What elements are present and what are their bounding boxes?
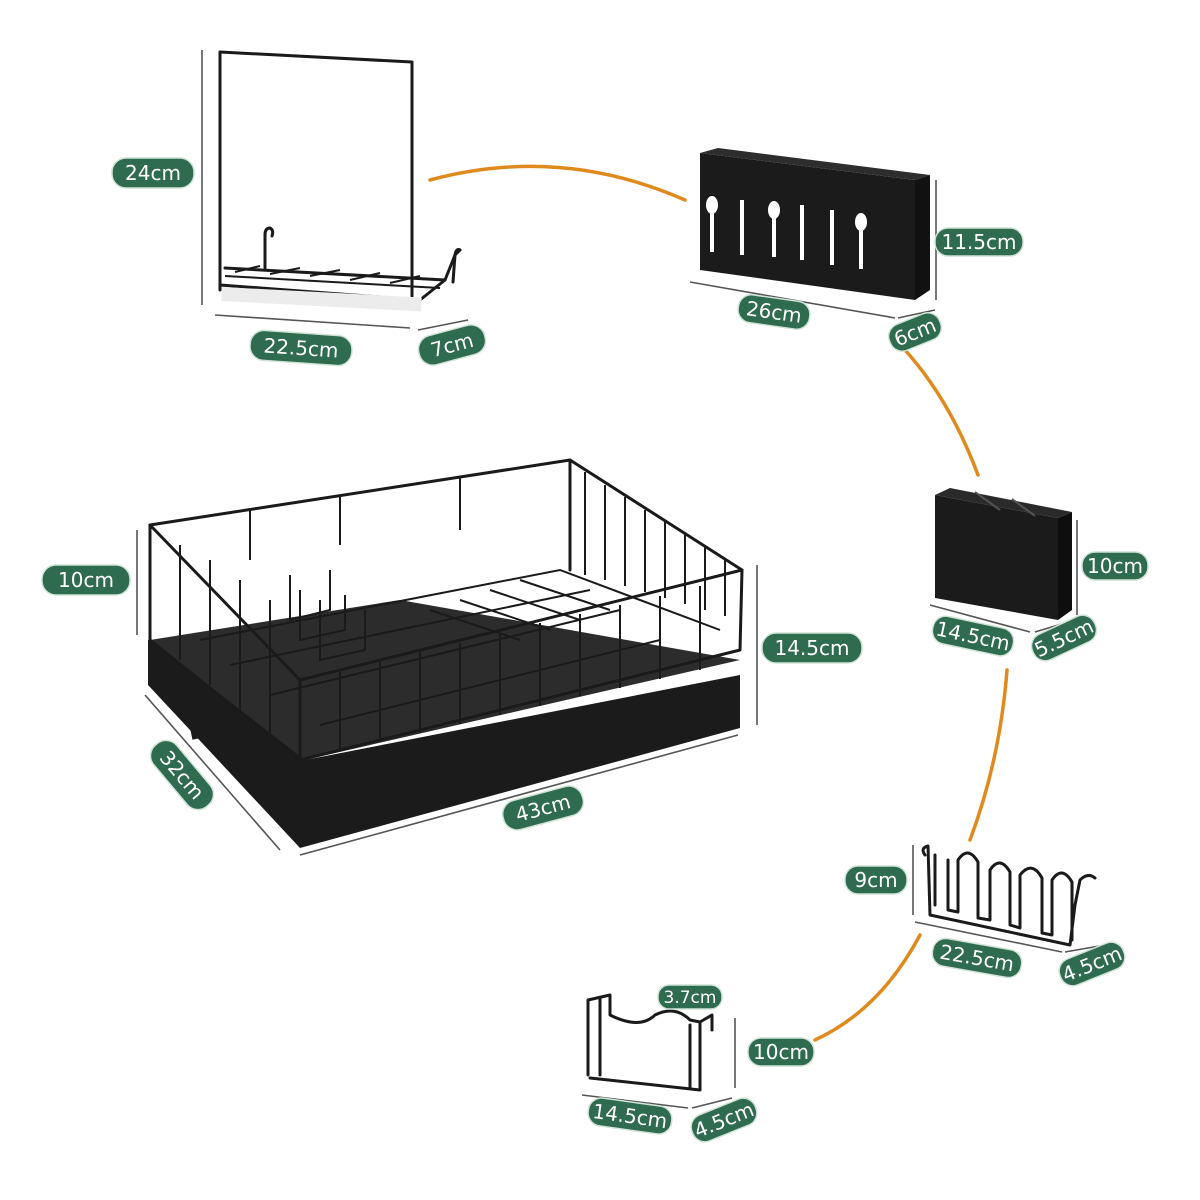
label-cup-depth: 5.5cm — [1031, 614, 1098, 662]
label-holder-width: 26cm — [737, 294, 811, 330]
svg-text:24cm: 24cm — [125, 161, 181, 185]
label-lid-depth: 4.5cm — [690, 1097, 758, 1143]
main-dish-rack — [136, 458, 758, 856]
label-cup-width: 14.5cm — [931, 615, 1015, 657]
svg-text:10cm: 10cm — [1087, 554, 1143, 578]
svg-text:22.5cm: 22.5cm — [263, 333, 340, 362]
connector-lines — [428, 164, 1009, 1042]
label-rack-width: 22.5cm — [249, 329, 353, 367]
cutting-board-rack — [201, 50, 469, 331]
utensil-holder-large — [689, 148, 937, 319]
label-main-inner-height: 10cm — [41, 564, 131, 596]
utensil-cutouts — [706, 196, 867, 269]
label-cup-height: 10cm — [1081, 551, 1149, 581]
svg-text:14.5cm: 14.5cm — [774, 636, 849, 660]
label-lid-width: 14.5cm — [587, 1097, 673, 1135]
svg-text:5.5cm: 5.5cm — [1031, 614, 1098, 662]
connector-rack-to-holder — [428, 164, 687, 202]
svg-text:10cm: 10cm — [58, 568, 114, 592]
svg-text:7cm: 7cm — [428, 328, 476, 362]
utensil-cup-small — [929, 488, 1078, 633]
label-lid-height: 10cm — [747, 1037, 815, 1067]
plate-holder — [912, 844, 1106, 953]
label-main-total-height: 14.5cm — [761, 632, 863, 664]
svg-text:3.7cm: 3.7cm — [664, 988, 717, 1008]
label-holder-depth: 6cm — [887, 312, 943, 352]
svg-text:9cm: 9cm — [854, 868, 897, 892]
label-holder-height: 11.5cm — [934, 227, 1024, 257]
drain-spout — [190, 716, 247, 740]
label-rack-depth: 7cm — [417, 324, 487, 366]
drain-tray — [148, 640, 740, 848]
svg-text:11.5cm: 11.5cm — [941, 230, 1016, 254]
label-main-width: 43cm — [501, 785, 585, 831]
connector-holder-to-cup — [903, 348, 980, 477]
label-lid-notch: 3.7cm — [657, 984, 723, 1010]
connector-plate-to-lid — [813, 933, 922, 1042]
svg-text:4.5cm: 4.5cm — [691, 1097, 758, 1143]
label-plate-depth: 4.5cm — [1058, 941, 1126, 987]
svg-text:10cm: 10cm — [753, 1040, 809, 1064]
label-rack-height: 24cm — [111, 157, 195, 189]
label-plate-height: 9cm — [844, 865, 908, 895]
connector-cup-to-plate — [968, 668, 1009, 842]
lid-holder — [581, 993, 736, 1109]
label-plate-width: 22.5cm — [931, 937, 1023, 979]
